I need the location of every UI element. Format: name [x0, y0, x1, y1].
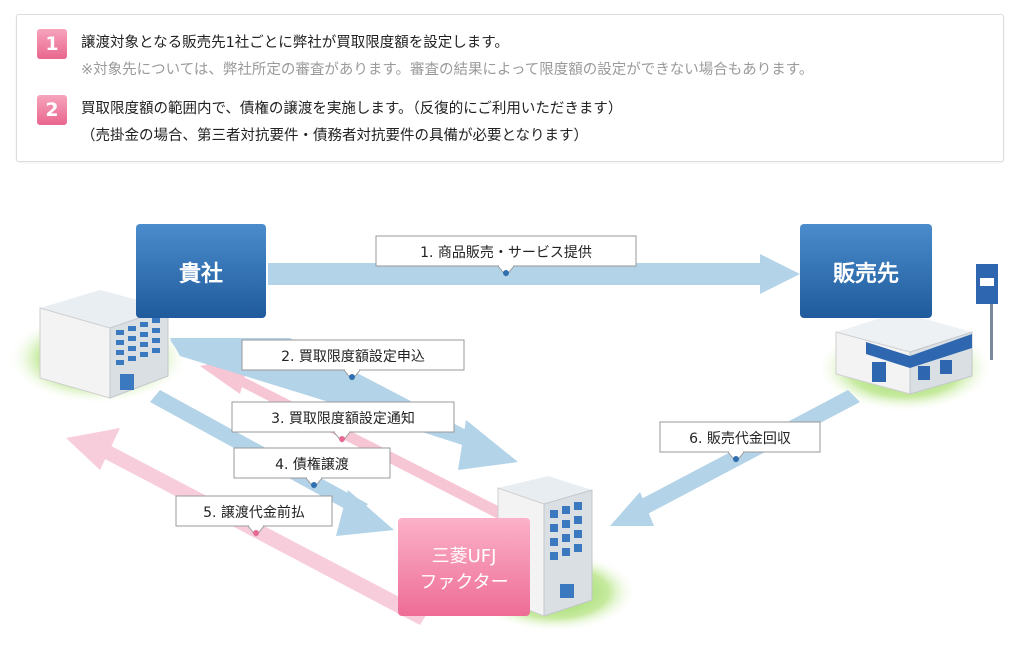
flow-4-label: 4. 債権譲渡: [275, 456, 349, 473]
step-2-text: 買取限度額の範囲内で、債権の譲渡を実施します。（反復的にご利用いただきます）: [81, 101, 623, 117]
flow-5-label: 5. 譲渡代金前払: [203, 504, 305, 521]
client-building-icon: [39, 290, 169, 399]
flow-5-callout: 5. 譲渡代金前払: [175, 495, 333, 537]
factor-label-box: 三菱UFJ ファクター: [398, 518, 530, 616]
flow-4-callout: 4. 債権譲渡: [233, 447, 391, 489]
customer-label: 販売先: [833, 261, 899, 287]
flow-6-callout: 6. 販売代金回収: [659, 421, 821, 463]
flow-3-callout: 3. 買取限度額設定通知: [231, 401, 455, 443]
flow-2-label: 2. 買取限度額設定申込: [281, 349, 425, 365]
customer-label-box: 販売先: [800, 224, 932, 318]
flow-1-arrow: [268, 254, 800, 294]
steps-box: 1 譲渡対象となる販売先1社ごとに弊社が買取限度額を設定します。 ※対象先につい…: [16, 14, 1004, 162]
step-1-text: 譲渡対象となる販売先1社ごとに弊社が買取限度額を設定します。: [81, 35, 509, 51]
flow-2-callout: 2. 買取限度額設定申込: [241, 339, 465, 381]
client-label-box: 貴社: [136, 224, 266, 318]
factor-label-line2: ファクター: [419, 572, 508, 593]
flow-6-label: 6. 販売代金回収: [689, 431, 791, 447]
flow-3-label: 3. 買取限度額設定通知: [271, 410, 415, 427]
flow-1-label: 1. 商品販売・サービス提供: [420, 245, 592, 261]
client-label: 貴社: [179, 261, 223, 287]
step-2-note: （売掛金の場合、第三者対抗要件・債務者対抗要件の具備が必要となります）: [81, 128, 589, 144]
customer-shop-icon: [835, 264, 998, 395]
factor-label-line1: 三菱UFJ: [432, 546, 497, 567]
factoring-flow-diagram: 貴社 販売先 三菱UFJ ファクター: [8, 224, 998, 632]
flow-1-callout: 1. 商品販売・サービス提供: [375, 235, 637, 277]
step-1-badge: 1: [37, 29, 67, 59]
step-1-note: ※対象先については、弊社所定の審査があります。審査の結果によって限度額の設定がで…: [81, 62, 814, 78]
step-2-badge: 2: [37, 95, 67, 125]
